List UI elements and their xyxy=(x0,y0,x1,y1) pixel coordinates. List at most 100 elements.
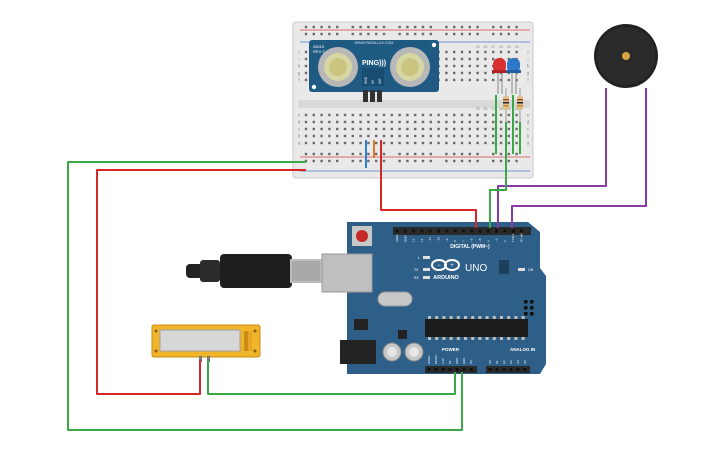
row-letter: f xyxy=(298,78,300,83)
arduino-model: UNO xyxy=(465,263,487,274)
row-letter: a xyxy=(527,141,530,146)
icsp-header[interactable] xyxy=(524,300,534,316)
digital-pin-label: ~9 xyxy=(445,238,449,242)
sensor-pin-sig[interactable] xyxy=(377,90,382,102)
resistor-1[interactable] xyxy=(503,88,509,122)
digital-pin-hole[interactable] xyxy=(445,229,449,233)
row-letter: a xyxy=(298,141,301,146)
column-number: 25 xyxy=(476,107,480,111)
digital-pin-hole[interactable] xyxy=(395,229,399,233)
row-letter: f xyxy=(527,78,529,83)
led-tx xyxy=(423,268,430,271)
digital-pin-label: 12 xyxy=(420,238,424,242)
resistor-2[interactable] xyxy=(517,88,523,122)
wire-red-display[interactable] xyxy=(96,169,306,395)
digital-pin-hole[interactable] xyxy=(511,229,515,233)
digital-pin-hole[interactable] xyxy=(420,229,424,233)
sensor-website: WWW.PARALLAX.COM xyxy=(355,41,394,45)
analog-pin-hole[interactable] xyxy=(488,368,492,371)
column-number: 25 xyxy=(476,45,480,49)
power-pin-hole[interactable] xyxy=(455,368,459,371)
power-pin-hole[interactable] xyxy=(434,368,438,371)
analog-pin-hole[interactable] xyxy=(516,368,520,371)
atmega-chip xyxy=(425,319,528,337)
analog-pin-hole[interactable] xyxy=(523,368,527,371)
power-jack[interactable] xyxy=(340,340,376,364)
digital-pin-hole[interactable] xyxy=(453,229,457,233)
digital-pin-hole[interactable] xyxy=(428,229,432,233)
on-label: ON xyxy=(528,268,534,272)
digital-pin-hole[interactable] xyxy=(470,229,474,233)
arduino-brand: ARDUINO xyxy=(433,275,459,281)
icsp-pin[interactable] xyxy=(530,312,534,316)
usb-cable[interactable] xyxy=(186,254,322,288)
icsp-pin[interactable] xyxy=(524,312,528,316)
analog-pin-hole[interactable] xyxy=(495,368,499,371)
digital-pin-label: ~11 xyxy=(428,237,432,242)
digital-pin-hole[interactable] xyxy=(461,229,465,233)
row-letter: e xyxy=(527,113,530,118)
analog-pin-label: A4 xyxy=(516,360,520,364)
led-l xyxy=(423,256,430,259)
power-pin-hole[interactable] xyxy=(462,368,466,371)
display-module[interactable] xyxy=(151,324,261,362)
analog-pin-label: A1 xyxy=(495,360,499,364)
wire-red-signal[interactable] xyxy=(380,140,477,228)
row-letter: c xyxy=(298,127,301,132)
icsp-pin[interactable] xyxy=(530,306,534,310)
icsp-pin[interactable] xyxy=(530,300,534,304)
ultrasonic-sensor[interactable]: WWW.PARALLAX.COM 28015 REV C PING))) GND… xyxy=(309,40,439,102)
wire-purple-1[interactable] xyxy=(497,88,607,228)
digital-pin-hole[interactable] xyxy=(503,229,507,233)
power-pin-hole[interactable] xyxy=(441,368,445,371)
analog-header[interactable] xyxy=(486,366,530,373)
led-blue[interactable] xyxy=(506,58,521,94)
piezo-buzzer[interactable] xyxy=(594,24,658,88)
row-letter: e xyxy=(298,113,301,118)
wire-purple-2[interactable] xyxy=(511,88,647,228)
digital-pin-hole[interactable] xyxy=(520,229,523,233)
digital-pin-hole[interactable] xyxy=(437,229,440,233)
column-number: 27 xyxy=(491,45,495,49)
sensor-pin-5v[interactable] xyxy=(370,90,375,102)
icsp-pin[interactable] xyxy=(524,306,528,310)
row-letter: h xyxy=(527,64,530,69)
svg-text:+: + xyxy=(450,263,454,269)
analog-pin-label: A2 xyxy=(502,360,506,364)
wires[interactable] xyxy=(67,88,647,431)
row-letter: g xyxy=(298,71,301,76)
digital-pin-hole[interactable] xyxy=(495,229,499,233)
digital-pin-hole[interactable] xyxy=(403,229,407,233)
digital-pin-label: GND xyxy=(403,235,407,243)
wire-green-led-2[interactable] xyxy=(489,122,507,228)
power-pin-hole[interactable] xyxy=(427,368,431,371)
sensor-pin-gnd[interactable] xyxy=(363,90,368,102)
led-red[interactable] xyxy=(492,58,507,94)
digital-pin-label: 7 xyxy=(461,240,465,242)
analog-pin-hole[interactable] xyxy=(502,368,506,371)
row-letter: b xyxy=(298,134,301,139)
wire-green-display[interactable] xyxy=(207,360,456,395)
power-pin-hole[interactable] xyxy=(469,368,473,371)
analog-pin-hole[interactable] xyxy=(509,368,513,371)
sensor-pin-gnd-label: GND xyxy=(364,76,368,84)
icsp-pin[interactable] xyxy=(524,300,528,304)
digital-pin-hole[interactable] xyxy=(478,229,482,233)
sensor-revision: REV C xyxy=(313,49,325,54)
wire-green-rail[interactable] xyxy=(67,161,463,431)
digital-pin-hole[interactable] xyxy=(412,229,416,233)
digital-pin-hole[interactable] xyxy=(486,229,490,233)
power-pin-label: Vin xyxy=(469,360,473,364)
power-pin-hole[interactable] xyxy=(448,368,452,371)
column-number: 29 xyxy=(507,45,511,49)
digital-pin-label: 8 xyxy=(453,240,457,242)
led-on xyxy=(518,268,525,271)
column-number: 30 xyxy=(515,107,519,111)
led-tx-label: TX xyxy=(414,268,419,272)
